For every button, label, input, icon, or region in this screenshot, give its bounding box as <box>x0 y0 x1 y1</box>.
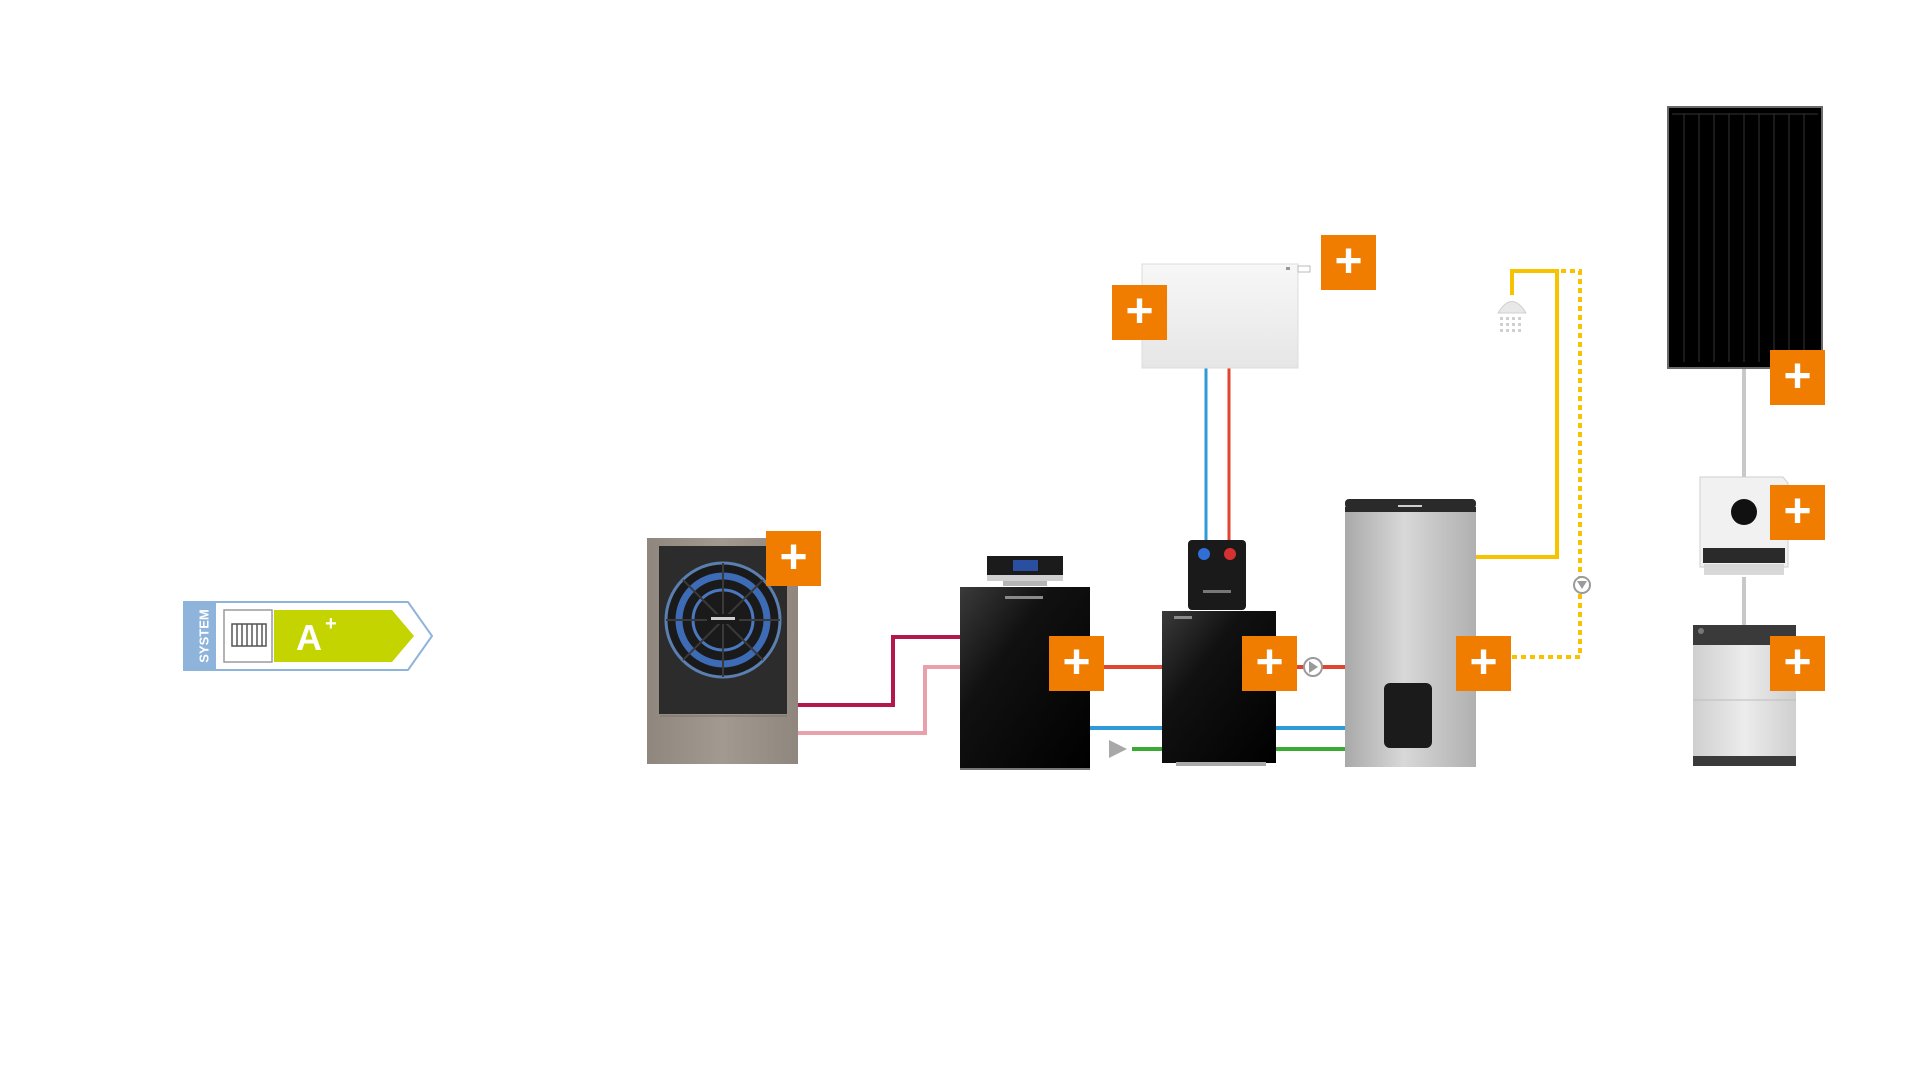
add-button-buffer-module[interactable]: + <box>1242 636 1297 691</box>
pipe-heat-pump-flow <box>798 635 960 707</box>
plus-icon[interactable]: + <box>1125 285 1153 338</box>
add-button-background[interactable] <box>1242 636 1297 691</box>
shower-icon <box>1497 301 1527 332</box>
energy-label-side-text: SYSTEM <box>196 609 211 662</box>
plus-icon[interactable]: + <box>1783 636 1811 689</box>
add-buttons: + + + + + + + + + <box>766 235 1825 691</box>
add-button-background[interactable] <box>1049 636 1104 691</box>
add-button-radiator-left[interactable]: + <box>1112 285 1167 340</box>
energy-label: SYSTEM A + <box>183 601 434 671</box>
add-button-background[interactable] <box>1321 235 1376 290</box>
add-button-hot-water-cylinder[interactable]: + <box>1456 636 1511 691</box>
add-button-background[interactable] <box>1456 636 1511 691</box>
add-button-indoor-unit[interactable]: + <box>1049 636 1104 691</box>
add-button-radiator-right[interactable]: + <box>1321 235 1376 290</box>
add-button-background[interactable] <box>1770 350 1825 405</box>
radiator-small-icon <box>231 623 267 647</box>
add-button-background[interactable] <box>1112 285 1167 340</box>
add-button-pv-module[interactable]: + <box>1770 350 1825 405</box>
plus-icon[interactable]: + <box>1783 485 1811 538</box>
plus-icon[interactable]: + <box>779 531 807 584</box>
energy-grade: A <box>296 617 322 658</box>
pipe-hot-water <box>1476 269 1559 559</box>
heat-pump-outdoor-unit <box>647 538 798 764</box>
plus-icon[interactable]: + <box>1783 350 1811 403</box>
add-button-battery-storage[interactable]: + <box>1770 636 1825 691</box>
energy-grade-sup: + <box>325 613 337 635</box>
pump-station <box>1188 540 1246 610</box>
add-button-heat-pump-outdoor-unit[interactable]: + <box>766 531 821 586</box>
plus-icon[interactable]: + <box>1334 235 1362 288</box>
plus-icon[interactable]: + <box>1255 636 1283 689</box>
plus-icon[interactable]: + <box>1062 636 1090 689</box>
room-controller <box>987 556 1063 586</box>
pump-icon <box>1303 657 1323 677</box>
add-button-inverter[interactable]: + <box>1770 485 1825 540</box>
flow-direction-icon <box>1109 740 1127 758</box>
radiator <box>1141 263 1311 369</box>
add-button-background[interactable] <box>1770 485 1825 540</box>
inverter <box>1699 476 1789 575</box>
add-button-background[interactable] <box>766 531 821 586</box>
pv-module <box>1667 106 1823 369</box>
pipe-heat-pump-return <box>798 665 960 735</box>
hot-water-cylinder <box>1345 499 1476 767</box>
inverter-display-icon <box>1731 499 1757 525</box>
plus-icon[interactable]: + <box>1469 636 1497 689</box>
add-button-background[interactable] <box>1770 636 1825 691</box>
pipe-circulation <box>1512 269 1582 659</box>
thermostat-valve-icon <box>1286 267 1290 270</box>
circulation-pump-icon <box>1573 576 1591 594</box>
